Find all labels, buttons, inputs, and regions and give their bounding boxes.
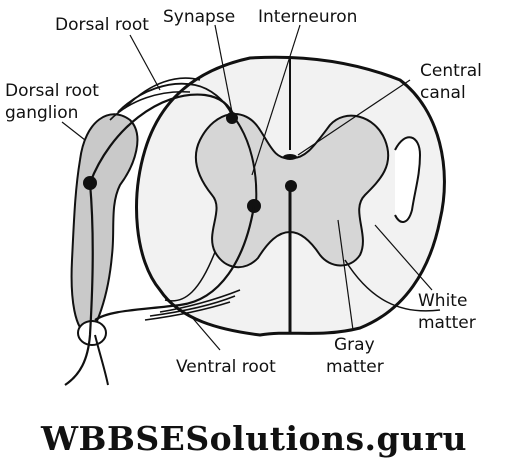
dorsal-root-fiber-4	[109, 90, 191, 121]
white-matter-tract-outline	[394, 136, 422, 223]
label-drg-2: ganglion	[5, 103, 78, 123]
leader-synapse	[214, 24, 233, 113]
leader-dorsal-root-ganglion	[61, 121, 86, 141]
ventral-root-fiber-2	[159, 289, 241, 313]
leader-central-canal	[297, 79, 411, 156]
label-white-matter-2: matter	[418, 313, 476, 333]
spinal-nerve-trunk-1	[64, 182, 94, 386]
leader-ventral-root	[189, 314, 221, 351]
label-ventral-root: Ventral root	[176, 357, 276, 377]
dorsal-root-ganglion	[70, 113, 139, 337]
label-dorsal-root: Dorsal root	[55, 15, 149, 35]
leader-white-matter	[374, 224, 433, 291]
label-white-matter-1: White	[418, 291, 467, 311]
label-central-canal-2: canal	[420, 83, 466, 103]
leader-dorsal-root	[129, 34, 161, 91]
synapse-point	[226, 112, 238, 124]
label-synapse: Synapse	[163, 7, 235, 27]
label-interneuron: Interneuron	[258, 7, 357, 27]
spinal-nerve-trunk-2	[94, 334, 109, 386]
label-central-canal-1: Central	[420, 61, 482, 81]
white-matter-divider	[344, 259, 441, 312]
spinal-cord-diagram: Dorsal root Synapse Interneuron Central …	[5, 7, 482, 386]
label-gray-matter-2: matter	[326, 357, 384, 377]
watermark: WBBSESolutions.guru	[41, 418, 467, 458]
ventral-root-fiber-4	[144, 301, 231, 321]
dorsal-root-fiber-3	[124, 77, 201, 109]
white-matter-divider-left	[164, 251, 216, 302]
ventral-root-fiber-1	[94, 205, 256, 321]
label-gray-matter-1: Gray	[334, 335, 375, 355]
spinal-nerve-junction	[77, 320, 107, 346]
interneuron-fiber	[235, 119, 258, 206]
ventral-root-fiber-3	[149, 295, 236, 317]
label-drg-1: Dorsal root	[5, 81, 99, 101]
leader-gray-matter	[337, 219, 354, 331]
central-canal	[283, 154, 297, 160]
ventral-fissure-dot	[285, 180, 297, 192]
leader-interneuron	[251, 24, 301, 176]
